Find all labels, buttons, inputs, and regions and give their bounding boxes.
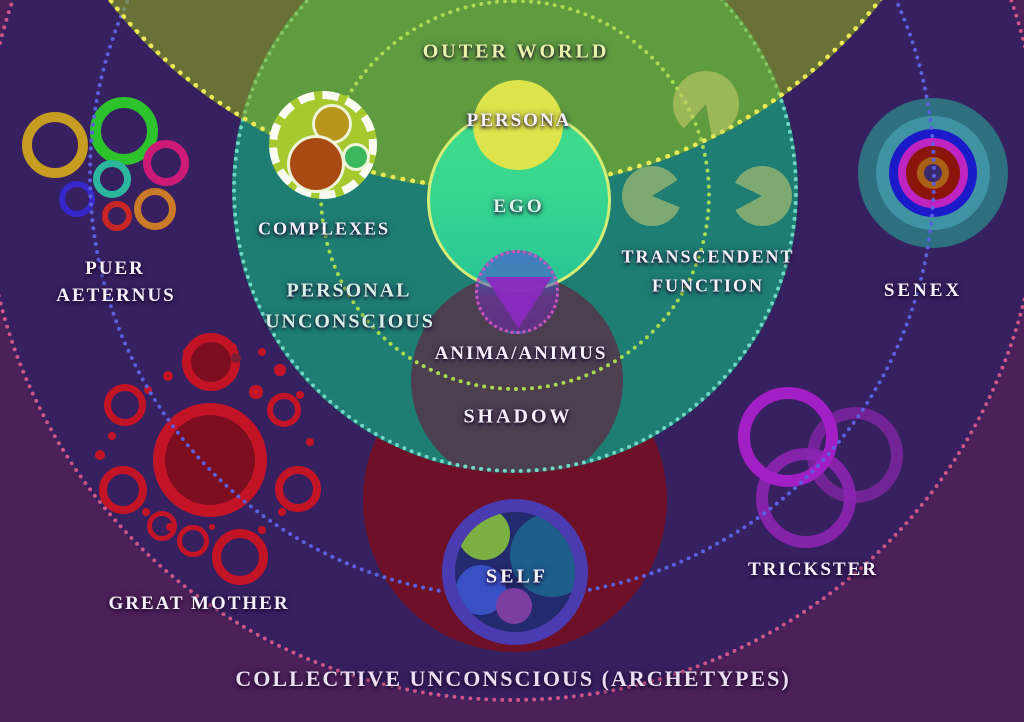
complexes-small-green-circle <box>342 143 370 171</box>
transcendent-function-pacman-left <box>622 166 682 226</box>
persona-circle <box>473 80 563 170</box>
great-mother-dot <box>108 432 116 440</box>
great-mother-dot <box>209 524 215 530</box>
transcendent-function-pacman-right <box>732 166 792 226</box>
outer-world-label: OUTER WORLD <box>422 40 610 63</box>
senex-label: SENEX <box>883 280 963 301</box>
self-inner-steel-circle <box>510 513 575 597</box>
great-mother-dot <box>166 523 174 531</box>
great-mother-dot <box>258 526 266 534</box>
collective-unconscious-label: COLLECTIVE UNCONSCIOUS (ARCHETYPES) <box>235 666 791 691</box>
personal-unconscious-label-line1: PERSONAL <box>286 279 412 302</box>
self-core <box>455 512 575 632</box>
puer-aeternus-label-line2: AETERNUS <box>56 285 176 306</box>
complexes-label: COMPLEXES <box>257 218 391 239</box>
trickster-label: TRICKSTER <box>748 559 878 580</box>
shadow-label: SHADOW <box>463 405 573 428</box>
personal-unconscious-label-line2: UNCONSCIOUS <box>265 310 435 333</box>
self-label: SELF <box>485 565 549 588</box>
great-mother-ring <box>147 511 177 541</box>
transcendent-function-pacman-top <box>673 71 739 137</box>
self-inner-green-circle <box>458 512 510 560</box>
great-mother-dot <box>142 508 150 516</box>
great-mother-ring <box>99 466 147 514</box>
great-mother-ring <box>212 529 268 585</box>
puer-aeternus-label-line1: PUER <box>85 258 145 279</box>
great-mother-label: GREAT MOTHER <box>108 593 290 614</box>
ego-label: EGO <box>493 196 545 217</box>
great-mother-ring <box>177 525 209 557</box>
puer-ring-gold <box>22 112 88 178</box>
self-inner-purple-circle <box>496 588 532 624</box>
great-mother-dot <box>95 450 105 460</box>
great-mother-ring <box>104 384 146 426</box>
transcendent-function-label-line1: TRANSCENDENT <box>621 246 795 267</box>
anima-animus-label: ANIMA/ANIMUS <box>434 343 608 364</box>
persona-label: PERSONA <box>466 110 572 131</box>
complexes-rust-circle <box>287 135 345 193</box>
transcendent-function-label-line2: FUNCTION <box>651 275 765 296</box>
